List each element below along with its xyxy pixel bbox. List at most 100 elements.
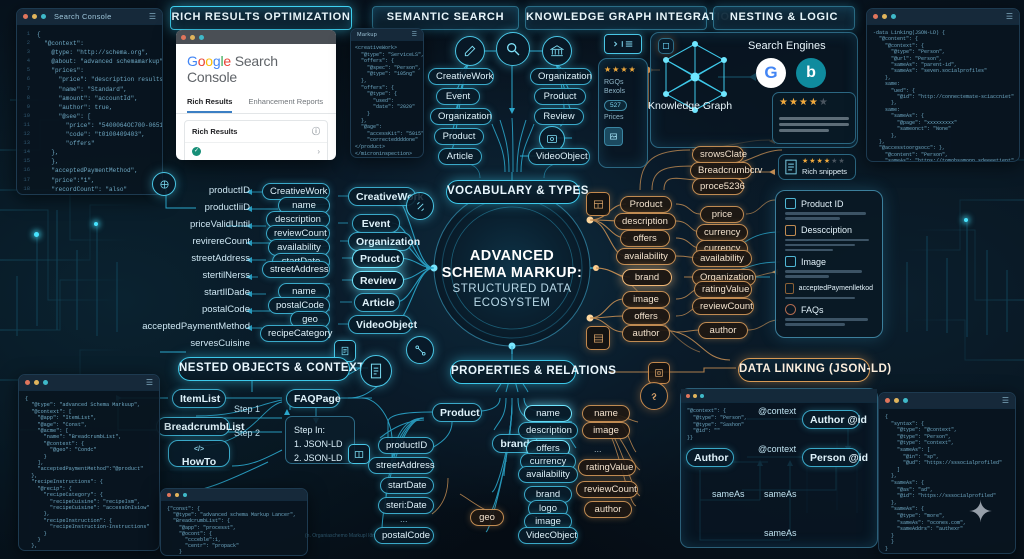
type-col-review[interactable]: Review	[352, 271, 404, 290]
maximize-dot-icon[interactable]	[183, 492, 187, 497]
node-author[interactable]: Author	[686, 448, 734, 467]
prop-tree-productid[interactable]: productID	[378, 437, 434, 454]
prop2-ratingvalue[interactable]: ratingValue	[694, 281, 752, 298]
schema-box-icon[interactable]	[648, 362, 670, 384]
propcol-description[interactable]: description	[518, 422, 578, 439]
data-node-icon[interactable]	[406, 336, 434, 364]
semantic-search-code-window[interactable]: Markup ☰ <creativeWork> "@type": "Servic…	[350, 28, 424, 158]
maximize-dot-icon[interactable]	[903, 398, 908, 403]
prop-image[interactable]: image	[622, 291, 670, 308]
type-pill-event[interactable]: Event	[436, 88, 480, 105]
type-pill-organization[interactable]: Organization	[430, 108, 492, 125]
code-toggle-icon[interactable]	[604, 34, 642, 54]
type-pill-product[interactable]: Product	[434, 128, 484, 145]
list-item[interactable]: Product ID	[785, 198, 873, 220]
tab-rich-results[interactable]: Rich Results	[187, 92, 233, 113]
prop2-reviewcount[interactable]: reviewCount	[692, 298, 754, 315]
menu-icon[interactable]: ☰	[411, 32, 417, 38]
close-dot-icon[interactable]	[25, 380, 30, 385]
type-col-product[interactable]: Product	[352, 249, 404, 268]
list-item[interactable]: acceptedPaymenlletkod	[785, 282, 873, 299]
minimize-dot-icon[interactable]	[693, 393, 697, 398]
minimize-dot-icon[interactable]	[32, 14, 37, 19]
type-col-event[interactable]: Event	[352, 214, 400, 233]
pill-recipecategory-a[interactable]: recipeCategory	[260, 325, 332, 342]
table-schema-icon[interactable]	[586, 192, 610, 216]
node-person-id[interactable]: Person @id	[802, 448, 868, 467]
minimize-dot-icon[interactable]	[175, 492, 179, 497]
close-dot-icon[interactable]	[873, 14, 878, 19]
prop2-currency[interactable]: currency	[696, 224, 748, 241]
close-dot-icon[interactable]	[885, 398, 890, 403]
minimize-dot-icon[interactable]	[894, 398, 899, 403]
schema-document-icon[interactable]	[360, 355, 392, 387]
data-linking-code-window-bottom[interactable]: ☰ { "syntax": { "@type": "@context", "@t…	[878, 392, 1016, 554]
prop-author[interactable]: author	[622, 325, 670, 342]
type-pill-article[interactable]: Article	[438, 148, 482, 165]
organization-bank-icon[interactable]	[542, 36, 572, 66]
propright-image[interactable]: image	[582, 422, 630, 439]
type-pill-organization-right[interactable]: Organization	[530, 68, 592, 85]
pill-breadcrumbcrv[interactable]: Breadcrumbcrv	[690, 162, 762, 179]
type-pill-videoobject-right[interactable]: VideoObject	[528, 148, 590, 165]
close-dot-icon[interactable]	[181, 34, 186, 40]
list-item[interactable]: FAQs	[785, 304, 873, 326]
propcol-name[interactable]: name	[524, 405, 572, 422]
search-icon[interactable]	[496, 32, 530, 66]
data-table-icon[interactable]	[348, 444, 370, 464]
maximize-dot-icon[interactable]	[891, 14, 896, 19]
nested-objects-code-window[interactable]: ☰ { "@type": "advanced Schema Markuup", …	[18, 374, 160, 551]
propright-author[interactable]: author	[584, 501, 632, 518]
layout-schema-icon[interactable]	[586, 326, 610, 350]
prop-tree-streetaddress[interactable]: streetAddress	[368, 457, 435, 474]
type-col-article[interactable]: Article	[354, 293, 400, 312]
media-thumbnail-icon[interactable]	[604, 127, 623, 146]
pill-srowsclate[interactable]: srowsClate	[692, 146, 747, 163]
chevron-right-icon[interactable]: ›	[317, 147, 320, 156]
propright-name[interactable]: name	[582, 405, 630, 422]
pill-proce5236[interactable]: proce5236	[692, 178, 745, 195]
prop-tree-geo[interactable]: geo	[470, 509, 504, 526]
prop-tree-root-product[interactable]: Product	[432, 403, 482, 422]
edit-schema-icon[interactable]	[455, 36, 485, 66]
menu-icon[interactable]: ☰	[1005, 12, 1013, 21]
maximize-dot-icon[interactable]	[700, 393, 704, 398]
propright-reviewcount[interactable]: reviewCount	[576, 481, 638, 498]
minimize-dot-icon[interactable]	[882, 14, 887, 19]
minimize-dot-icon[interactable]	[190, 34, 195, 40]
maximize-dot-icon[interactable]	[43, 380, 48, 385]
pill-itemlist[interactable]: ItemList	[172, 389, 226, 408]
prop-tree-postalcode[interactable]: postalCode	[374, 527, 434, 544]
menu-icon[interactable]: ☰	[148, 12, 156, 21]
close-dot-icon[interactable]	[167, 492, 171, 497]
prop2-price[interactable]: price	[700, 206, 744, 223]
breadcrumb-code-window[interactable]: {"const": { "@type": "advanced schema Ma…	[160, 488, 308, 556]
close-dot-icon[interactable]	[23, 14, 28, 19]
table-row[interactable]: ✓ ›	[185, 142, 327, 160]
type-col-videoobject[interactable]: VideoObject	[348, 315, 417, 334]
data-linking-code-window-top[interactable]: ☰ -data Linking(JSON-LD) { "@content": {…	[866, 8, 1020, 162]
bing-engine-icon[interactable]: b	[796, 58, 826, 88]
prop2-author[interactable]: author	[698, 322, 748, 339]
minimize-dot-icon[interactable]	[34, 380, 39, 385]
pill-streetaddress-a[interactable]: streetAddress	[262, 261, 330, 278]
prop-tree-steridate[interactable]: steri:Date	[378, 497, 434, 514]
link-tools-icon[interactable]	[406, 192, 434, 220]
type-pill-review-right[interactable]: Review	[534, 108, 584, 125]
node-author-id[interactable]: Author @id	[802, 410, 867, 429]
type-pill-product-right[interactable]: Product	[534, 88, 586, 105]
prop-brand[interactable]: brand	[622, 269, 672, 286]
pill-howto[interactable]: </> HowTo	[168, 440, 230, 468]
list-item[interactable]: Desscciption	[785, 224, 873, 251]
maximize-dot-icon[interactable]	[199, 34, 204, 40]
network-node-icon[interactable]	[152, 172, 176, 196]
list-item[interactable]: Image	[785, 256, 873, 278]
propright-ratingvalue[interactable]: ratingValue	[578, 459, 636, 476]
close-dot-icon[interactable]	[686, 393, 690, 398]
link-chain-icon[interactable]	[640, 382, 668, 410]
prop-tree-startdate[interactable]: startDate	[380, 477, 434, 494]
propcol-availability[interactable]: availability	[518, 466, 578, 483]
document-schema-icon[interactable]	[334, 340, 356, 362]
google-engine-icon[interactable]: G	[756, 58, 786, 88]
